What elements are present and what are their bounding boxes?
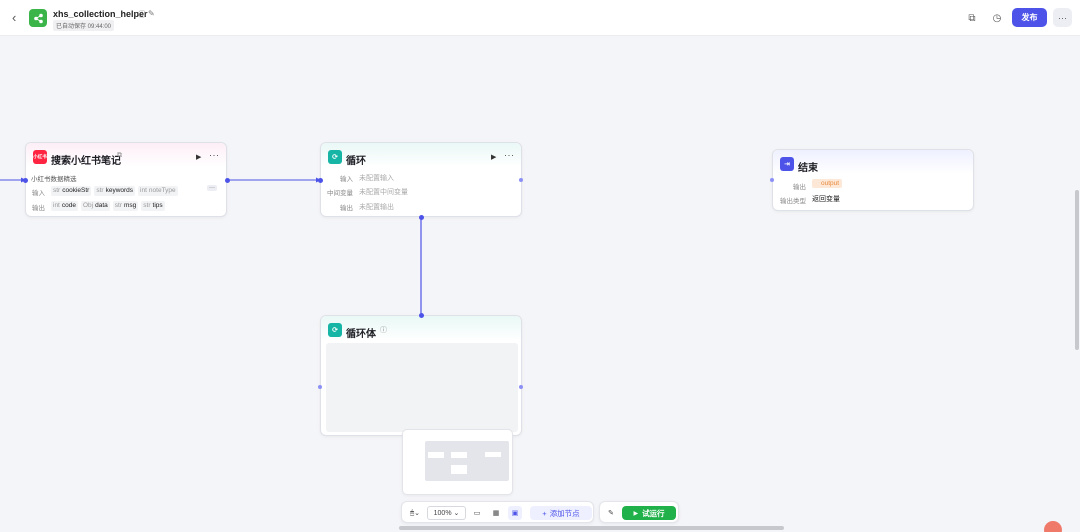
minimap-node	[485, 452, 501, 457]
minimap-viewport	[425, 441, 509, 481]
node-title: 循环	[346, 156, 366, 167]
input-port[interactable]	[23, 178, 28, 183]
minimap-node	[451, 452, 467, 458]
mouse-mode-icon[interactable]: 🖱︎⌄	[409, 509, 421, 517]
node-end[interactable]: ⇥ 结束 输出 output 输出类型 返回变量	[770, 149, 974, 211]
horizontal-scrollbar[interactable]	[399, 526, 784, 530]
edit-icon[interactable]: ✎	[148, 9, 155, 18]
zoom-value: 100%	[433, 509, 452, 517]
more-options-button[interactable]: ···	[1053, 8, 1072, 27]
node-loop[interactable]: ⟳ 循环 ▶ ··· 输入 未配置输入 中间变量 未配置中间变量 输出 未配置输…	[318, 142, 523, 220]
vertical-scrollbar[interactable]	[1075, 190, 1079, 350]
loop-body-port[interactable]	[419, 215, 424, 220]
copy-icon[interactable]: ⧉	[968, 12, 976, 24]
back-icon[interactable]: ‹	[12, 10, 17, 25]
node-more-button[interactable]: ···	[209, 150, 220, 160]
app-logo	[29, 9, 47, 27]
node-description: 小红书数据精选	[31, 176, 77, 183]
zoom-select[interactable]: 100% ⌄	[427, 506, 466, 520]
loop-icon: ⟳	[328, 323, 342, 337]
publish-button[interactable]: 发布	[1012, 8, 1047, 27]
autosave-status: 已自动保存 09:44:00	[53, 20, 115, 31]
output-label: 输出	[32, 205, 45, 212]
run-node-icon[interactable]: ▶	[491, 154, 497, 161]
end-output-tag: output	[812, 179, 843, 188]
add-node-label: 添加节点	[549, 508, 580, 518]
end-output-type-label: 输出类型	[780, 198, 806, 205]
node-loop-body[interactable]: ⟳ 循环体 ⓘ	[318, 313, 523, 436]
output-port[interactable]	[225, 178, 230, 183]
loop-output-label: 输出	[340, 205, 353, 212]
loop-body-canvas[interactable]	[326, 343, 518, 432]
add-node-button[interactable]: +添加节点	[530, 506, 592, 520]
run-node-icon[interactable]: ▶	[196, 154, 202, 161]
output-port[interactable]	[519, 178, 523, 182]
minimap-node	[428, 452, 444, 458]
loop-icon: ⟳	[328, 150, 342, 164]
minimap-node	[408, 454, 424, 456]
minimap-node	[451, 465, 467, 474]
loop-var-value: 未配置中间变量	[359, 189, 408, 196]
history-icon[interactable]: ◷	[992, 12, 1002, 24]
copy-small-icon[interactable]: ⧉	[117, 152, 122, 159]
node-more-button[interactable]: ···	[504, 150, 515, 160]
run-toolbar: ✎ ▶试运行	[599, 501, 679, 523]
assistant-avatar[interactable]	[1044, 521, 1062, 532]
test-run-label: 试运行	[642, 508, 665, 518]
node-title: 搜索小红书笔记	[51, 156, 121, 167]
end-output-type-value: 返回变量	[812, 196, 840, 203]
more-inputs-button[interactable]: ···	[207, 185, 217, 191]
node-title: 结束	[798, 163, 818, 174]
loop-body-left-port[interactable]	[318, 385, 322, 389]
layout-icon[interactable]: ▦	[492, 510, 500, 517]
loop-input-value: 未配置输入	[359, 175, 394, 182]
loop-body-right-port[interactable]	[519, 385, 523, 389]
comment-icon[interactable]: ▭	[473, 510, 481, 517]
node-header: ⟳ 循环 ▶ ···	[321, 143, 521, 167]
node-header: 小红书 搜索小红书笔记 ⧉ ▶ ···	[26, 143, 226, 167]
input-port[interactable]	[318, 178, 323, 183]
loop-output-value: 未配置输出	[359, 204, 394, 211]
app-title: xhs_collection_helper	[53, 9, 148, 19]
play-icon: ▶	[633, 510, 639, 517]
node-header: ⟳ 循环体 ⓘ	[321, 316, 521, 341]
test-run-button[interactable]: ▶试运行	[622, 506, 676, 520]
xiaohongshu-icon: 小红书	[33, 150, 47, 164]
input-port[interactable]	[770, 178, 774, 182]
canvas-toolbar: 🖱︎⌄ 100% ⌄ ▭ ▦ ▣ +添加节点	[401, 501, 594, 523]
loop-var-label: 中间变量	[327, 190, 353, 197]
debug-icon[interactable]: ✎	[608, 510, 614, 517]
top-bar: ‹ xhs_collection_helper ⓘ ✎ 已自动保存 09:44:…	[0, 0, 1080, 36]
node-header: ⇥ 结束	[773, 150, 973, 174]
info-icon[interactable]: ⓘ	[138, 10, 146, 19]
input-label: 输入	[32, 190, 45, 197]
node-title: 循环体	[346, 329, 376, 340]
plus-icon: +	[542, 508, 547, 518]
loop-body-top-port[interactable]	[419, 313, 424, 318]
minimap[interactable]	[402, 429, 513, 495]
end-output-label: 输出	[793, 184, 806, 191]
end-icon: ⇥	[780, 157, 794, 171]
info-icon[interactable]: ⓘ	[380, 327, 387, 334]
loop-input-label: 输入	[340, 176, 353, 183]
minimap-toggle-icon[interactable]: ▣	[508, 506, 522, 520]
